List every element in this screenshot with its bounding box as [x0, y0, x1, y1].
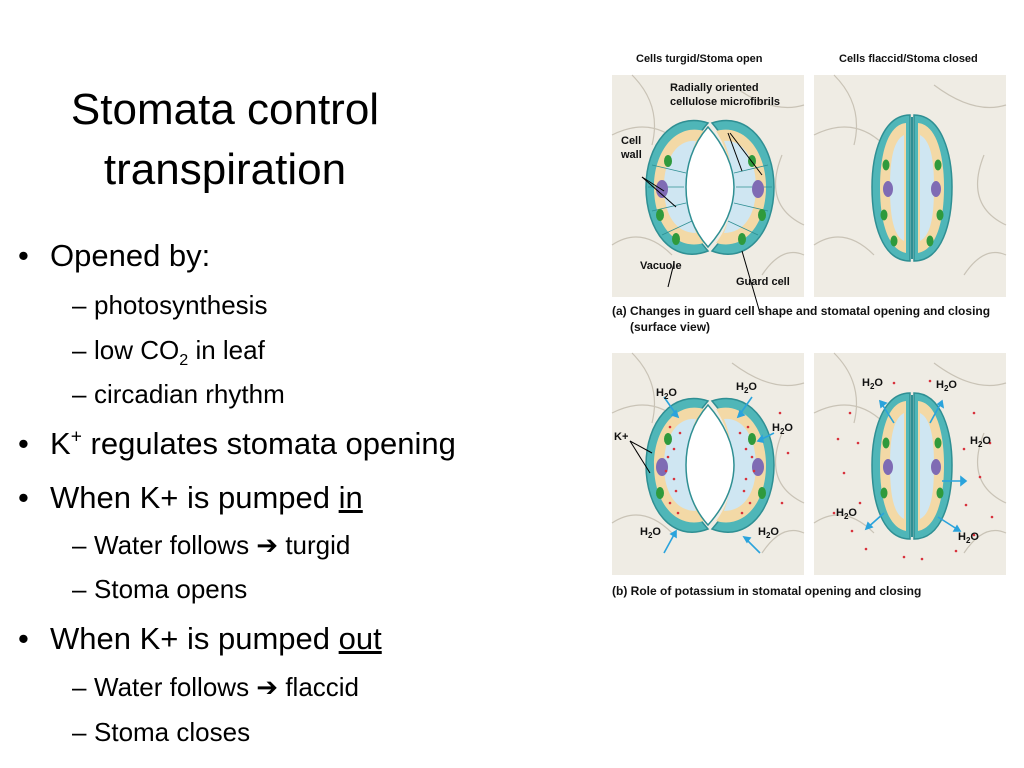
dash-marker: –	[72, 672, 87, 702]
panel-b-closed	[813, 352, 1007, 576]
nuclei	[883, 459, 941, 475]
arrow-icon: ➔	[256, 530, 279, 560]
panel-b-open	[611, 352, 805, 576]
vacuole	[890, 135, 904, 241]
slide-title: Stomata control transpiration	[30, 80, 420, 200]
dash-marker: –	[72, 574, 87, 604]
svg-text:H2O: H2O	[862, 377, 883, 391]
arrow-icon: ➔	[256, 672, 279, 702]
dash-marker: –	[72, 530, 87, 560]
stoma-pore-open	[685, 125, 735, 249]
chloroplasts	[656, 155, 766, 245]
bullet-marker: •	[18, 238, 29, 273]
water-arrows-in	[663, 396, 775, 554]
stomata-diagram: Radially oriented cellulose microfibrils…	[611, 74, 1007, 576]
leader-lines	[641, 132, 763, 314]
bullet-marker: •	[18, 480, 29, 515]
svg-text:H2O: H2O	[656, 387, 677, 401]
label-cell-wall-2: wall	[620, 149, 642, 161]
vacuole	[920, 135, 934, 241]
svg-text:H2O: H2O	[936, 379, 957, 393]
stoma-pore-open	[685, 403, 735, 527]
svg-text:H2O: H2O	[958, 531, 979, 545]
k-leader-lines	[629, 440, 653, 474]
panel-header-turgid: Cells turgid/Stoma open	[636, 53, 763, 65]
svg-text:H2O: H2O	[640, 526, 661, 540]
nuclei	[883, 181, 941, 197]
potassium-ions	[664, 411, 790, 515]
caption-b: (b) Role of potassium in stomatal openin…	[612, 584, 922, 598]
label-microfibrils-2: cellulose microfibrils	[670, 96, 780, 108]
stomata-figure: Cells turgid/Stoma open Cells flaccid/St…	[600, 40, 1010, 620]
bullet-marker: •	[18, 426, 29, 461]
bullet-marker: •	[18, 621, 29, 656]
h2o-labels: H2O H2O H2O H2O H2O H2O H2O H2O H2O H2O	[640, 377, 991, 545]
label-guard-cell: Guard cell	[736, 276, 790, 288]
dash-marker: –	[72, 717, 87, 747]
chloroplasts	[880, 437, 944, 499]
panel-header-flaccid: Cells flaccid/Stoma closed	[839, 53, 978, 65]
label-cell-wall-1: Cell	[621, 135, 641, 147]
title-line-2: transpiration	[103, 145, 347, 194]
dash-marker: –	[72, 335, 87, 365]
svg-text:H2O: H2O	[758, 526, 779, 540]
dash-marker: –	[72, 379, 87, 409]
dash-marker: –	[72, 290, 87, 320]
water-arrows-out	[864, 399, 968, 532]
panel-a-turgid	[611, 74, 805, 314]
chloroplasts	[656, 433, 766, 499]
label-vacuole: Vacuole	[640, 260, 682, 272]
chloroplasts	[880, 159, 944, 247]
title-line-1: Stomata control	[70, 85, 380, 134]
label-microfibrils-1: Radially oriented	[670, 82, 759, 94]
panel-a-flaccid	[813, 74, 1007, 298]
nuclei	[656, 180, 764, 198]
caption-a-line-2: (surface view)	[630, 320, 711, 334]
svg-text:H2O: H2O	[736, 381, 757, 395]
label-k-ion: K+	[614, 431, 628, 443]
potassium-ions	[832, 379, 994, 561]
caption-a-line-1: (a) Changes in guard cell shape and stom…	[612, 304, 991, 318]
svg-text:H2O: H2O	[836, 507, 857, 521]
svg-text:H2O: H2O	[772, 422, 793, 436]
svg-text:H2O: H2O	[970, 435, 991, 449]
